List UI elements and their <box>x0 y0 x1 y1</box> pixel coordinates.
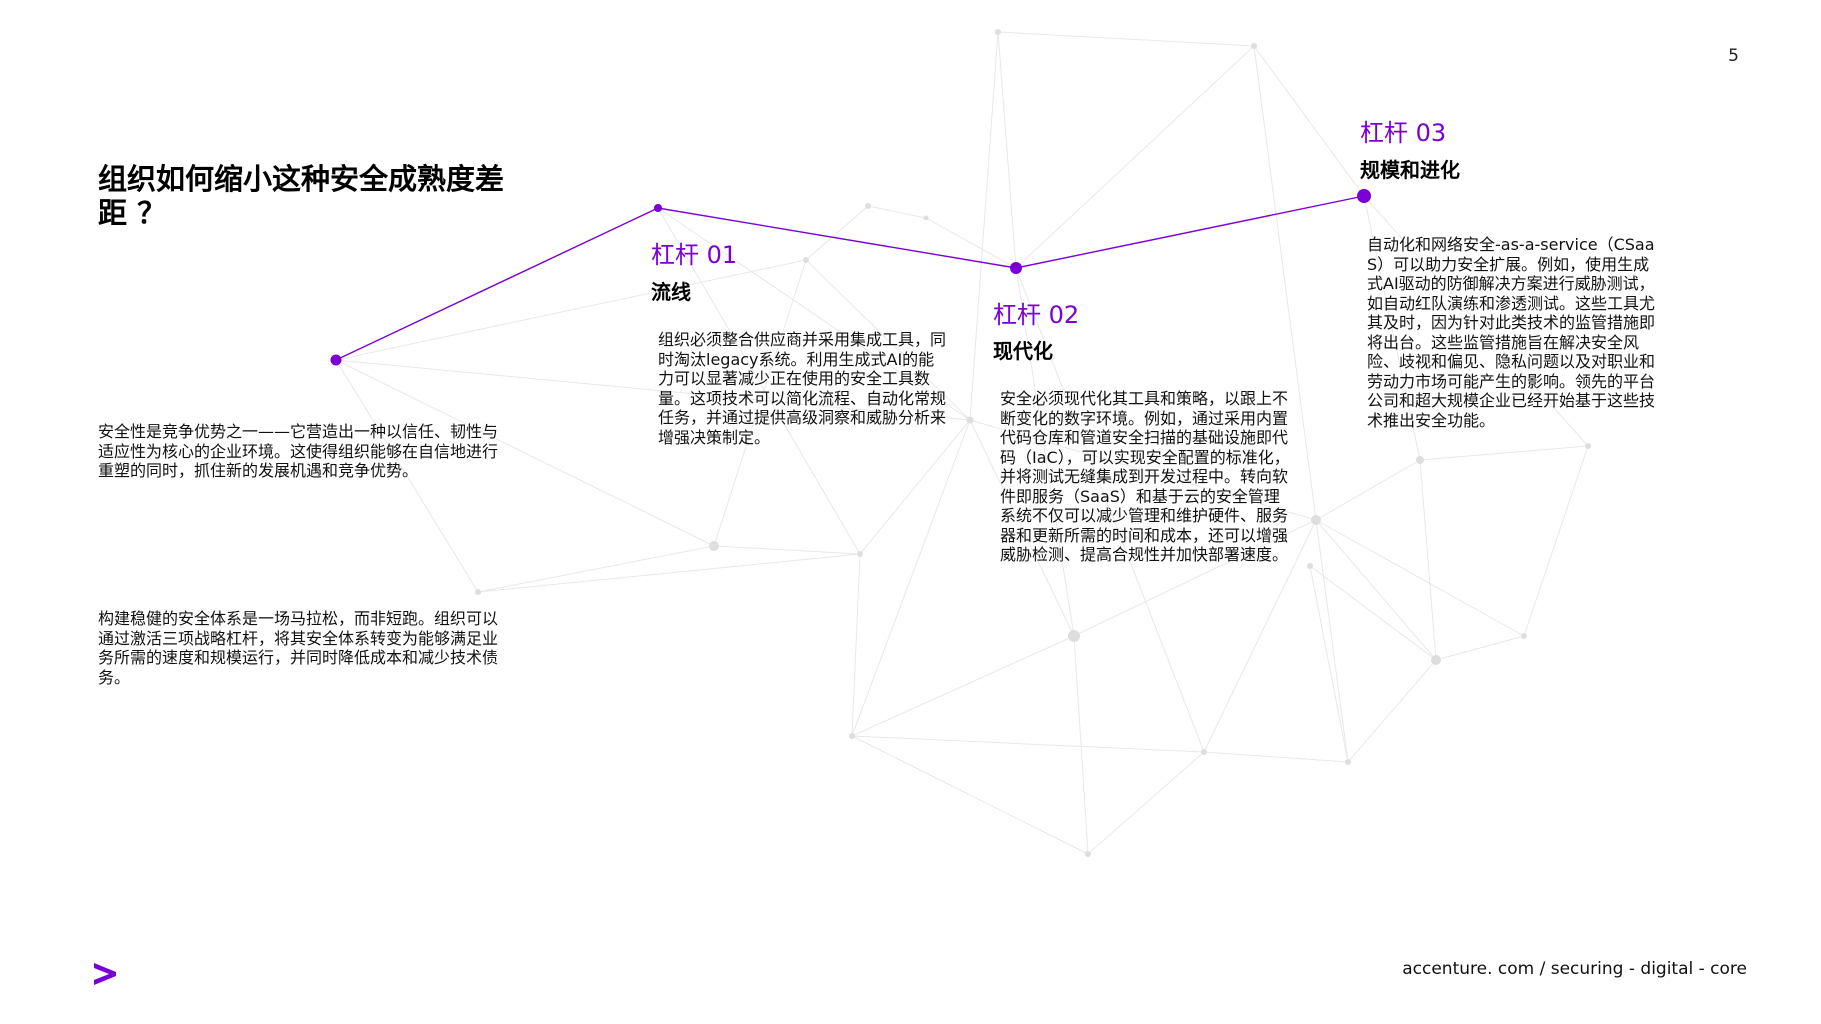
marker-start <box>330 354 342 366</box>
lever-03-number: 杠杆 03 <box>1360 119 1447 147</box>
lever-02-body: 安全必须现代化其工具和策略，以跟上不断变化的数字环境。例如，通过采用内置代码仓库… <box>1000 389 1290 565</box>
lever-connector <box>335 195 1365 361</box>
lever-03-title: 规模和进化 <box>1360 158 1460 182</box>
accenture-greater-than-icon <box>94 963 116 985</box>
lever-02-title: 现代化 <box>993 339 1053 363</box>
marker-lever-02 <box>1010 262 1022 274</box>
lever-02-number: 杠杆 02 <box>993 301 1080 329</box>
marker-lever-01 <box>654 204 662 212</box>
lever-markers <box>330 189 1371 366</box>
footer-url[interactable]: accenture. com / securing - digital - co… <box>1402 959 1747 979</box>
intro-paragraph-1: 安全性是竞争优势之一——它营造出一种以信任、韧性与适应性为核心的企业环境。这使得… <box>98 422 499 481</box>
lever-01-body: 组织必须整合供应商并采用集成工具，同时淘汰legacy系统。利用生成式AI的能力… <box>658 330 947 447</box>
intro-paragraph-2: 构建稳健的安全体系是一场马拉松，而非短跑。组织可以通过激活三项战略杠杆，将其安全… <box>98 609 499 687</box>
marker-lever-03 <box>1357 189 1371 203</box>
network-lines <box>335 31 1589 855</box>
network-nodes <box>475 29 1591 857</box>
lever-01-number: 杠杆 01 <box>651 241 738 269</box>
page-number: 5 <box>1728 46 1739 66</box>
page-heading: 组织如何缩小这种安全成熟度差距 ？ <box>98 162 505 231</box>
lever-01-title: 流线 <box>651 280 691 304</box>
lever-03-body: 自动化和网络安全-as-a-service（CSaaS）可以助力安全扩展。例如，… <box>1367 235 1656 430</box>
